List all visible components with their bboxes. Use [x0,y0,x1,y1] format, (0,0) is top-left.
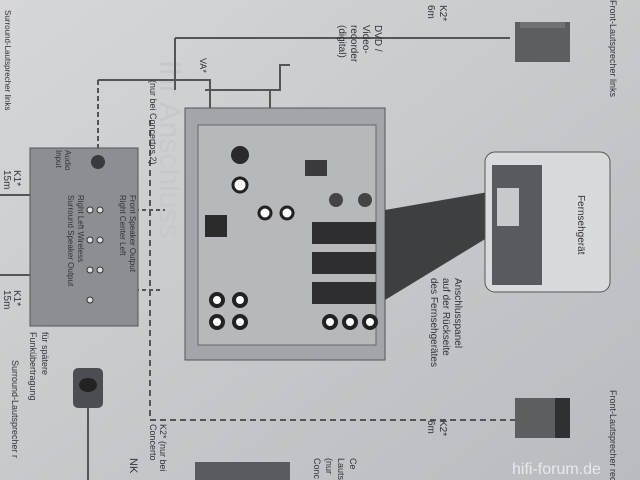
tv-label: Fernsehgerät [575,195,586,255]
center-label-4: Conc [312,458,322,480]
center-label-3: (nur [324,458,334,474]
concertos-note: (nur bei Concertos 2) [148,80,158,165]
scart-port-2-icon [312,252,376,274]
dvd-line-2: Video- [360,25,371,54]
scart-port-1-icon [312,222,376,244]
front-output-label: Front Speaker Output [128,195,137,273]
amp-box [29,147,139,327]
scart-port-3-icon [312,282,376,304]
svideo-jack-icon-2 [358,193,372,207]
dvd-line-1: DVD / [372,25,383,52]
front-left-header: Front-Lautsprecher links [608,0,618,98]
front-channel-labels: Right Center Left [118,195,127,256]
surround-channel-labels: Right Left Wireless [76,195,85,262]
panel-label-3: des Fernsehgerätes [428,278,439,367]
vga-port-icon [305,160,327,176]
cable-k2-bottom [149,120,515,421]
nk-connector-icon [79,378,97,392]
tv-panel-detail [497,188,519,226]
panel-label-2: auf der Rückseite [440,278,451,356]
dvd-line-3: recorder [348,25,359,63]
ghost-text: Ihr Anschluss [153,60,186,238]
antenna-jack-icon [231,176,249,194]
surround-left-label: Surround-Lautsprecher links [3,10,12,111]
front-right-header: Front-Lautsprecher rechts [608,390,618,480]
panel-beam [385,190,500,300]
panel-label-1: Anschlusspanel [452,278,463,348]
k1-top-length: 15m [1,170,12,189]
power-jack-icon [231,146,249,164]
center-label-1: Ce [348,458,358,470]
va-label: VA* [198,58,208,73]
k1-bottom-label: K1* [11,290,22,306]
dvd-line-4: (digital) [336,25,347,58]
future-note-2: Funkübertragung [28,332,38,401]
svideo-jack-icon [329,193,343,207]
k2-top-label: K2* [437,5,448,21]
rca-jack-icon-2 [279,205,295,221]
k2-note: K2* (nur bei [158,424,168,472]
speaker-front-bottom-grill [555,398,570,438]
speaker-front-top-grill [520,22,565,28]
audio-input-jack-icon [91,155,105,169]
nk-label: NK [127,458,139,474]
k2-note-2: Concerto [148,424,158,461]
center-label-2: Lauts [336,458,346,480]
speaker-front-top [515,22,570,62]
audio-input-label-2: Input [54,150,63,169]
amp-jacks [86,206,104,304]
watermark: hifi-forum.de [512,461,601,478]
future-note-1: für spätere [40,332,50,375]
audio-input-label-1: Audio [63,150,72,171]
k2-top-length: 6m [425,5,436,19]
k2-bottom-length: 6m [425,420,436,434]
k2-bottom-label: K2* [437,420,448,436]
surround-right-label: Surround-Lautsprecher r [10,360,20,458]
multi-connector-icon [205,215,227,237]
cable-dvd [205,64,290,91]
rca-cluster [209,292,378,330]
surround-output-label: Surround Speaker Output [66,195,75,287]
speaker-center [195,462,290,480]
k1-top-label: K1* [11,170,22,186]
k1-bottom-length: 15m [1,290,12,309]
rca-jack-icon [257,205,273,221]
